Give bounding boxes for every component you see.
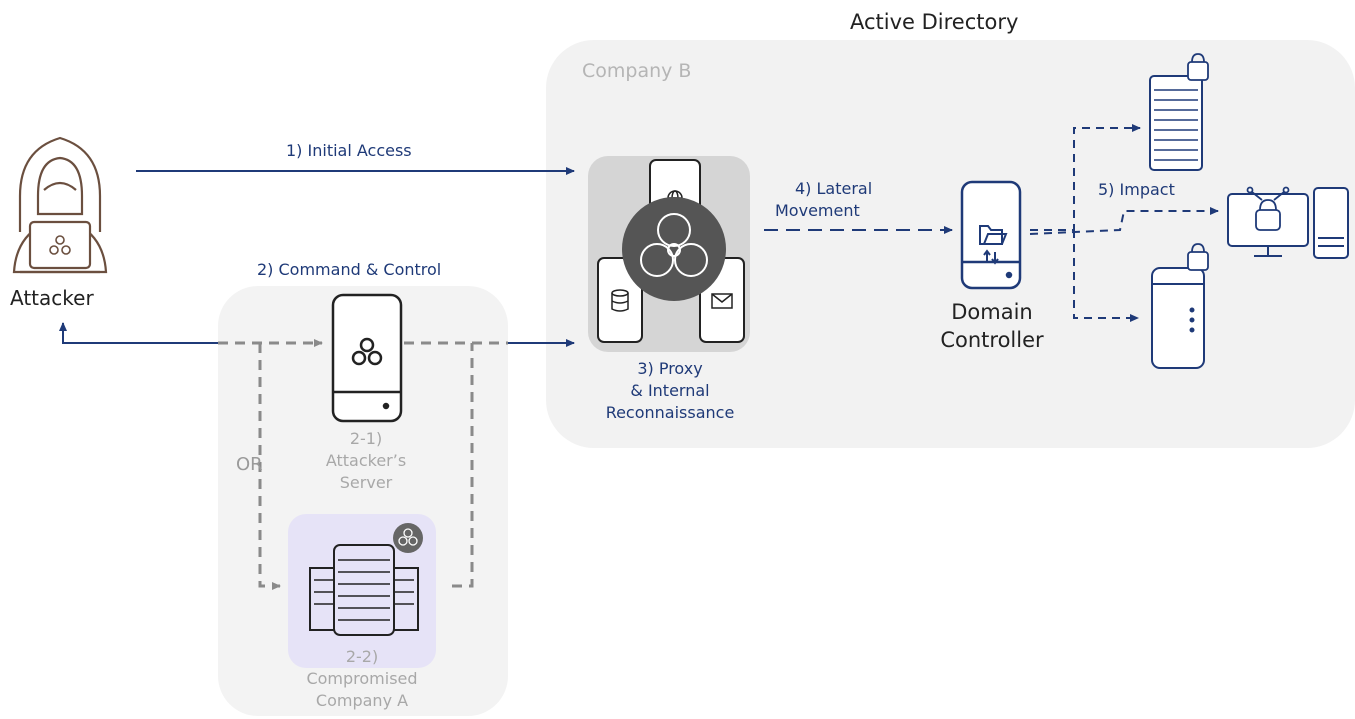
return-arrow bbox=[59, 322, 218, 344]
compromised-line-1: 2-2) bbox=[345, 647, 379, 666]
server-line-1: 2-1) bbox=[349, 429, 383, 448]
proxy-line-2: & Internal bbox=[630, 381, 710, 400]
lock-icon bbox=[1187, 243, 1209, 271]
transfer-arrows-icon bbox=[983, 249, 999, 265]
mail-icon bbox=[711, 293, 733, 309]
database-icon bbox=[611, 289, 629, 312]
or-path-arrow bbox=[258, 343, 281, 590]
impact-arrow-top bbox=[1030, 124, 1141, 231]
attacker-label: Attacker bbox=[10, 286, 94, 310]
compromised-line-2: Compromised bbox=[306, 669, 418, 688]
server-line-3: Server bbox=[339, 473, 393, 492]
compromised-to-proxy-dashed bbox=[452, 343, 474, 588]
locked-server-bottom-icon bbox=[1151, 267, 1205, 369]
server-rack-icon bbox=[309, 544, 419, 636]
initial-access-label: 1) Initial Access bbox=[286, 141, 412, 160]
command-control-label: 2) Command & Control bbox=[257, 260, 442, 279]
compromised-label: 2-2) Compromised Company A bbox=[282, 646, 442, 712]
compromised-line-3: Company A bbox=[315, 691, 409, 710]
locked-server-top-icon bbox=[1149, 75, 1203, 171]
compromised-biohazard-badge bbox=[393, 523, 423, 553]
proxy-line-3: Reconnaissance bbox=[605, 403, 735, 422]
folder-icon bbox=[979, 225, 1008, 245]
proxy-biohazard-icon bbox=[622, 197, 726, 301]
lateral-line-1: 4) Lateral bbox=[795, 179, 873, 198]
ransomware-lock-icon bbox=[1246, 186, 1290, 231]
dc-line-2: Controller bbox=[940, 328, 1044, 352]
lateral-line-2: Movement bbox=[775, 201, 860, 220]
diagram-title: Active Directory bbox=[850, 10, 1019, 34]
or-label: OR bbox=[236, 454, 263, 475]
lock-icon bbox=[1187, 53, 1209, 81]
impact-label: 5) Impact bbox=[1098, 180, 1175, 199]
hacker-icon bbox=[12, 136, 108, 274]
biohazard-icon bbox=[49, 235, 71, 255]
server-line-2: Attacker’s bbox=[325, 451, 407, 470]
impact-arrow-bottom bbox=[1073, 230, 1139, 322]
monitor-icon bbox=[1227, 187, 1349, 259]
dc-line-1: Domain bbox=[951, 300, 1033, 324]
proxy-line-1: 3) Proxy bbox=[637, 359, 703, 378]
company-b-label: Company B bbox=[582, 60, 692, 82]
lateral-movement-label: 4) Lateral Movement bbox=[775, 178, 872, 222]
proxy-recon-label: 3) Proxy & Internal Reconnaissance bbox=[560, 358, 780, 424]
attacker-server-icon bbox=[331, 293, 403, 423]
attacker-server-label: 2-1) Attacker’s Server bbox=[296, 428, 436, 494]
domain-controller-label: Domain Controller bbox=[930, 298, 1054, 354]
